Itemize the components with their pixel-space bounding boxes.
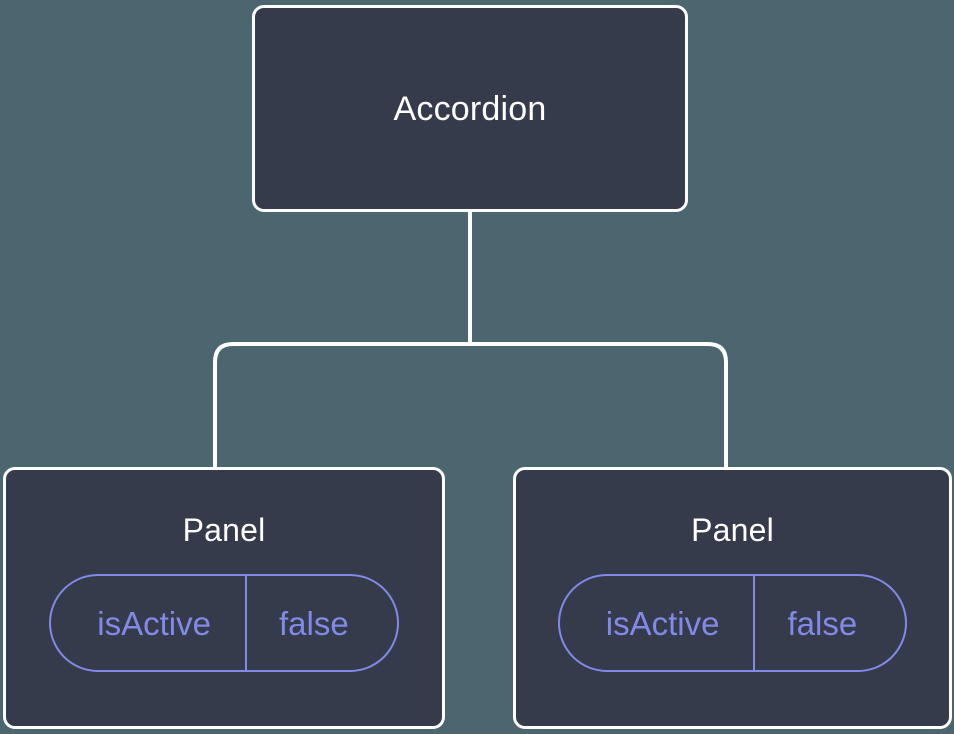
edge-branch-left: [213, 342, 470, 470]
node-panel-2[interactable]: Panel isActive false: [513, 467, 952, 729]
node-accordion-title: Accordion: [393, 89, 547, 128]
state-chip-panel-1-value: false: [244, 576, 397, 670]
state-chip-panel-2-key: isActive: [605, 604, 720, 642]
state-chip-panel-2-value: false: [753, 576, 905, 670]
node-panel-1-title: Panel: [182, 512, 266, 548]
state-chip-panel-1-key: isActive: [97, 604, 211, 642]
state-chip-panel-1[interactable]: isActive false: [49, 574, 399, 672]
node-panel-2-title: Panel: [691, 512, 774, 548]
node-accordion[interactable]: Accordion: [252, 5, 688, 212]
edge-branch-right: [470, 342, 728, 470]
state-chip-panel-2[interactable]: isActive false: [557, 574, 908, 672]
node-panel-1[interactable]: Panel isActive false: [3, 467, 445, 729]
